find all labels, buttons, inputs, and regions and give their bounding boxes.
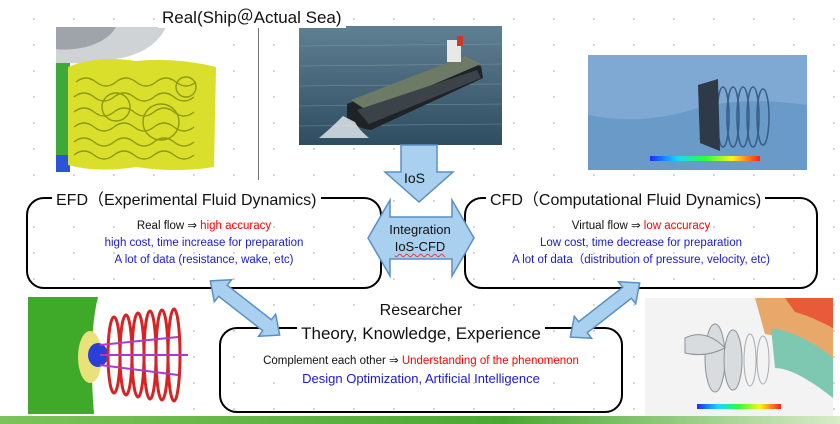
efd-flow-visualization-image bbox=[56, 27, 218, 172]
cfd-line3: A lot of data（distribution of pressure, … bbox=[511, 254, 771, 266]
ios-label: IoS bbox=[404, 170, 426, 186]
efd-title: EFD（Experimental Fluid Dynamics) bbox=[52, 186, 321, 210]
ios-down-arrow bbox=[383, 144, 455, 204]
cfd-researcher-arrow bbox=[569, 280, 641, 340]
researcher-content: Complement each other ⇒ Understanding of… bbox=[219, 352, 623, 388]
integration-line2: IoS-CFD bbox=[394, 239, 446, 254]
integration-label: Integration IoS-CFD bbox=[372, 221, 468, 255]
researcher-subtitle-wrap: Theory, Knowledge, Experience bbox=[219, 324, 623, 344]
researcher-subtitle: Theory, Knowledge, Experience bbox=[297, 324, 545, 343]
integration-line1: Integration bbox=[389, 222, 451, 237]
efd-content: Real flow ⇒ high accuracy high cost, tim… bbox=[26, 218, 382, 269]
bottom-accent-bar bbox=[0, 416, 840, 424]
integration-double-arrow bbox=[367, 197, 475, 279]
top-title: Real(Ship＠Actual Sea) bbox=[158, 3, 346, 28]
propeller-vortex-image bbox=[28, 297, 193, 414]
efd-researcher-arrow bbox=[209, 278, 281, 338]
researcher-title: Researcher bbox=[379, 302, 463, 319]
cfd-content: Virtual flow ⇒ low accuracy Low cost, ti… bbox=[464, 218, 818, 269]
efd-line3: A lot of data (resistance, wake, etc) bbox=[114, 254, 294, 266]
efd-line1: Real flow ⇒ high accuracy bbox=[26, 218, 382, 235]
cfd-line2: Low cost, time decrease for preparation bbox=[540, 237, 742, 249]
propeller-pressure-image bbox=[645, 298, 833, 416]
researcher-understanding-text: Understanding of the phenomenon bbox=[401, 355, 579, 367]
efd-line1-prefix: Real flow ⇒ bbox=[136, 220, 201, 232]
efd-line2: high cost, time increase for preparation bbox=[104, 237, 304, 249]
cfd-title: CFD（Computational Fluid Dynamics) bbox=[486, 186, 766, 210]
cfd-line1-prefix: Virtual flow ⇒ bbox=[571, 220, 644, 232]
researcher-line1: Complement each other ⇒ Understanding of… bbox=[219, 352, 623, 370]
cfd-flow-visualization-image bbox=[588, 55, 807, 170]
connector-line bbox=[258, 28, 259, 180]
efd-accuracy-text: high accuracy bbox=[200, 220, 272, 232]
researcher-line1-prefix: Complement each other ⇒ bbox=[263, 355, 402, 367]
researcher-line2: Design Optimization, Artificial Intellig… bbox=[302, 371, 540, 386]
cfd-line1: Virtual flow ⇒ low accuracy bbox=[464, 218, 818, 235]
ship-at-sea-image bbox=[299, 26, 502, 145]
cfd-accuracy-text: low accuracy bbox=[643, 220, 711, 232]
